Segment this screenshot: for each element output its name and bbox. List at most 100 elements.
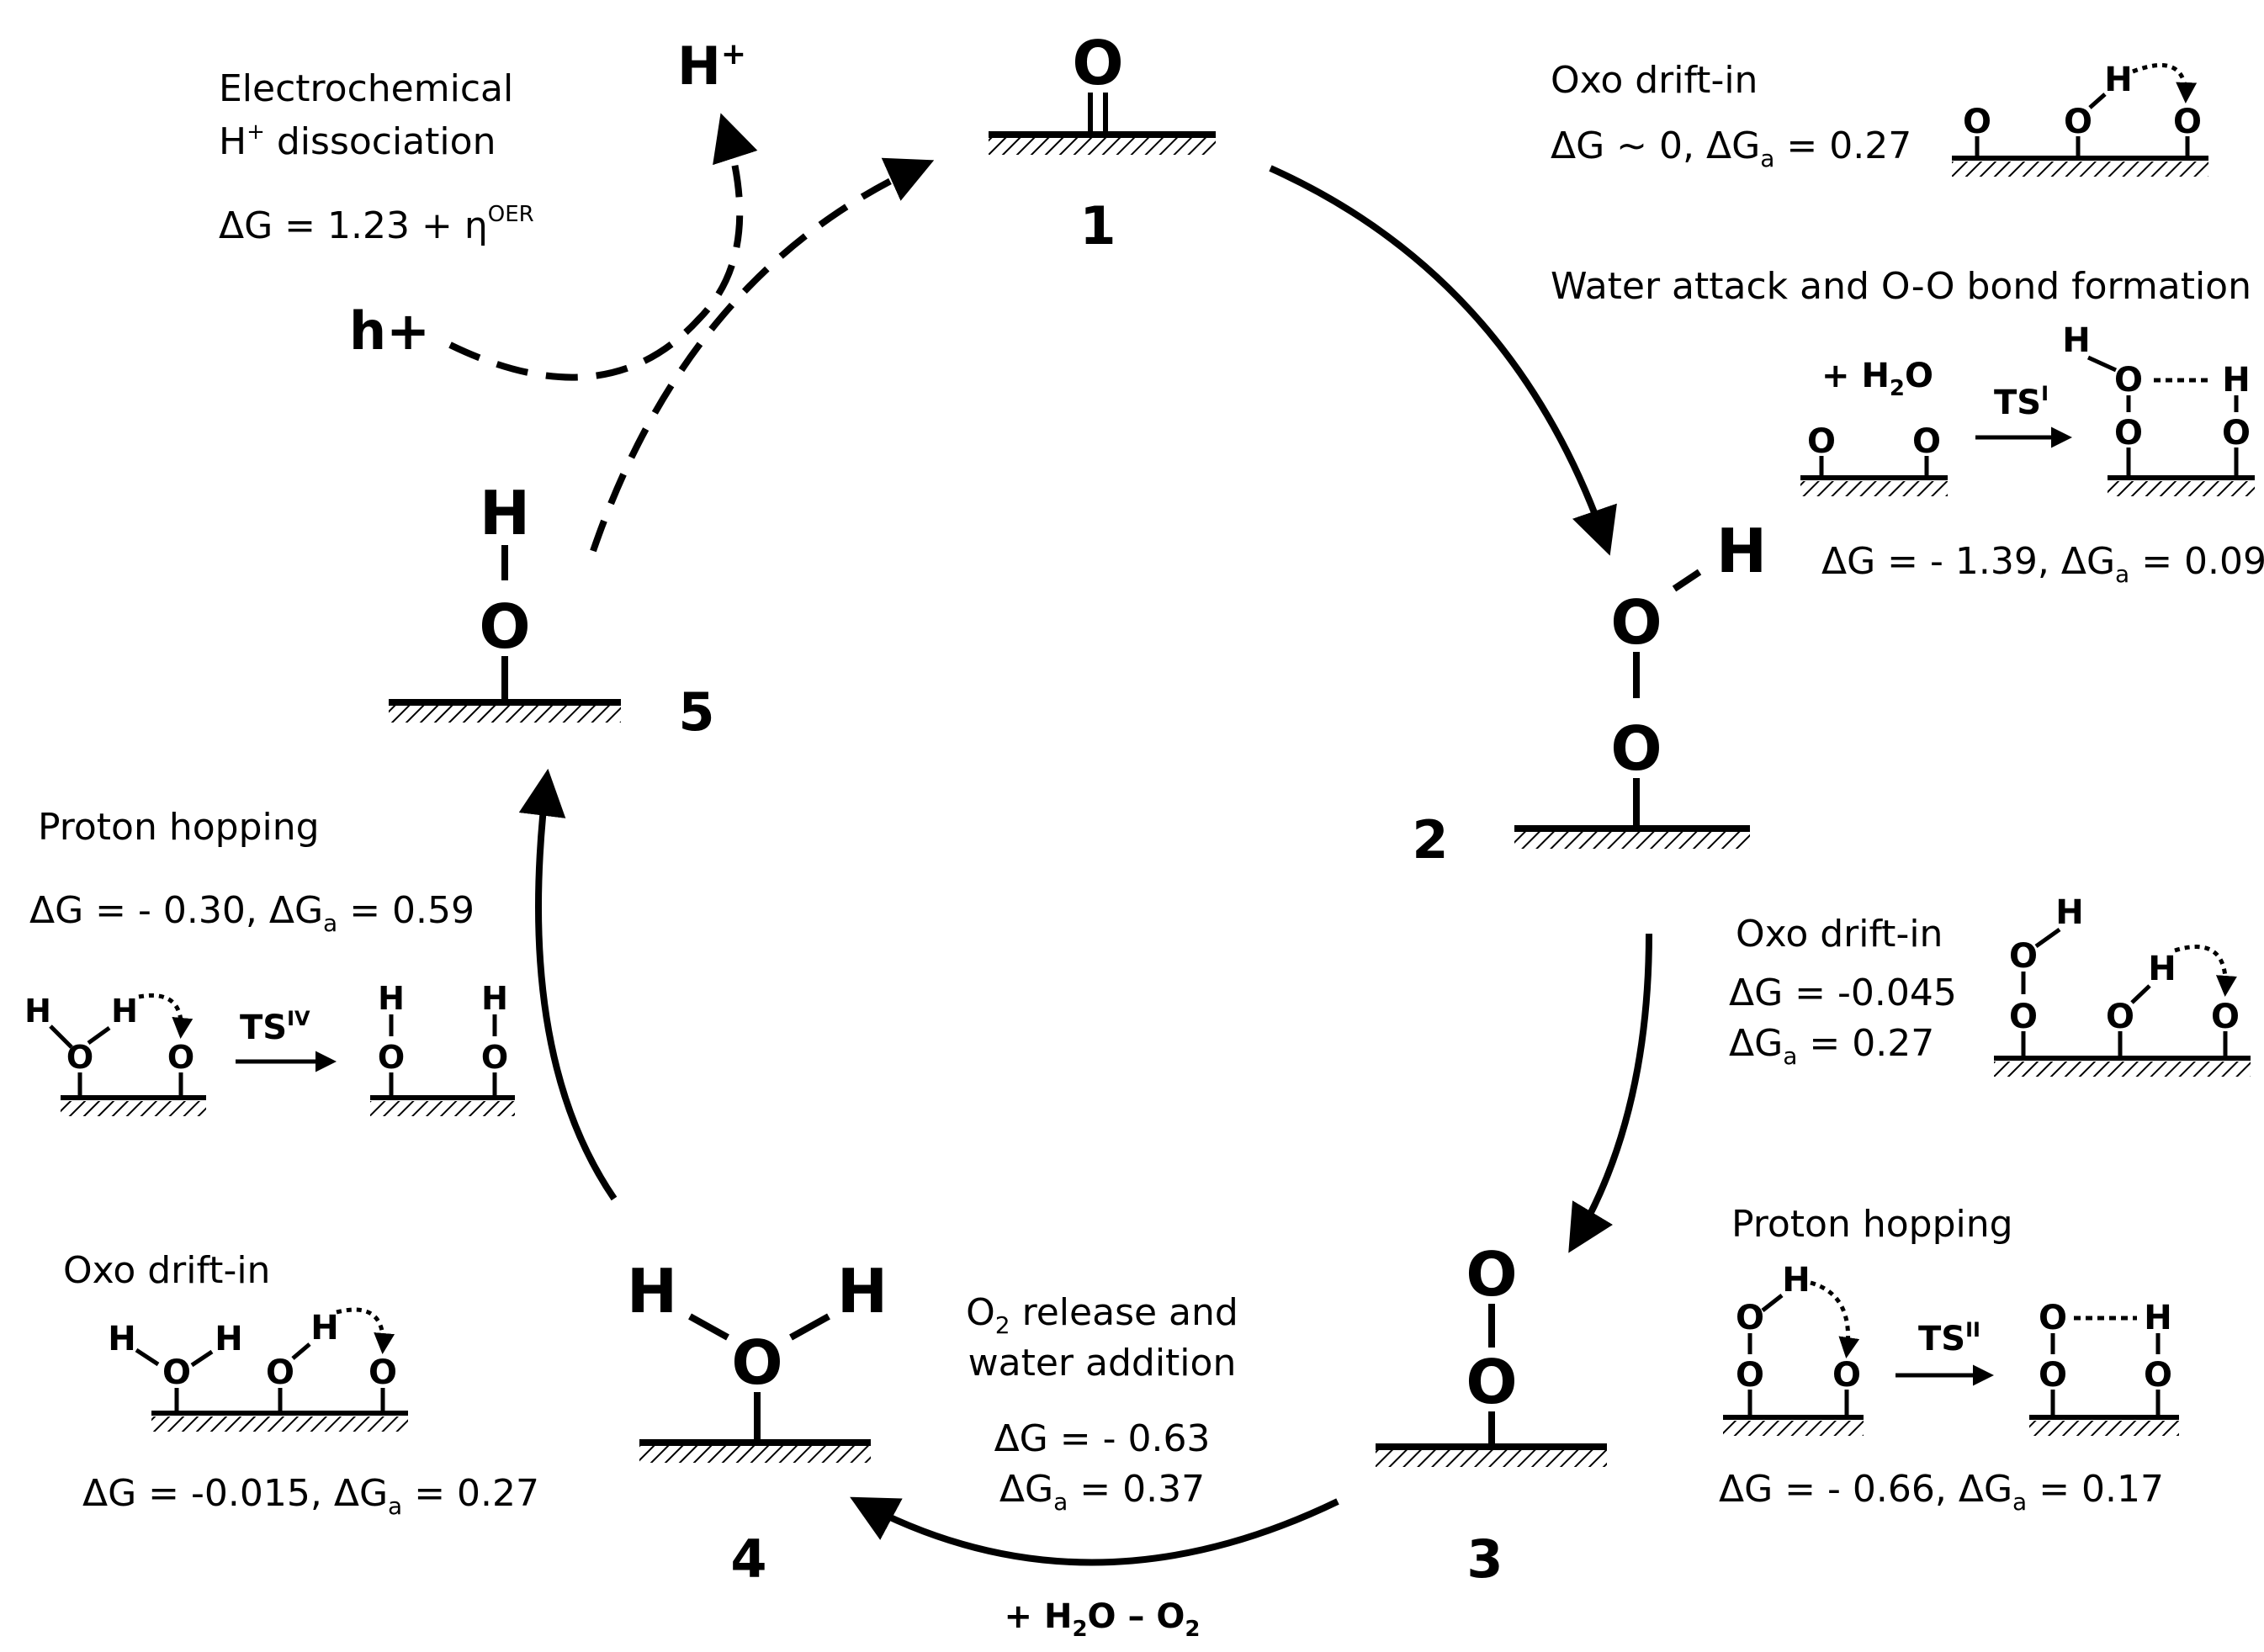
svg-text:O: O xyxy=(2009,937,2038,976)
hplus-label: H+ xyxy=(677,35,746,97)
electrochemical-energy: ΔG = 1.23 + ηOER xyxy=(219,202,534,247)
annotation-energy: ΔG = - 0.66, ΔGa = 0.17 xyxy=(1719,1468,2164,1516)
water-addition-title: water addition xyxy=(968,1342,1237,1385)
atom-o: O xyxy=(1466,1347,1517,1417)
annotation-title: Proton hopping xyxy=(38,806,320,849)
electrochemical-annotation: Electrochemical H+ dissociation ΔG = 1.2… xyxy=(219,35,746,362)
svg-text:O: O xyxy=(2039,1299,2067,1337)
svg-text:H: H xyxy=(111,993,138,1030)
svg-text:O: O xyxy=(1832,1356,1861,1395)
annotation-energy: ΔG = -0.045 xyxy=(1729,972,1957,1014)
svg-text:O: O xyxy=(1912,422,1941,461)
annotation-energy: ΔG = - 1.39, ΔGa = 0.09 xyxy=(1821,540,2264,588)
arrow-2-to-3 xyxy=(1568,933,1652,1253)
state-number: 2 xyxy=(1412,809,1448,871)
atom-h: H xyxy=(837,1256,888,1326)
svg-text:H: H xyxy=(108,1320,135,1358)
annotation-activation: ΔGa = 0.27 xyxy=(1729,1022,1934,1070)
top-right-oxo-drift-in: Oxo drift-in ΔG ~ 0, ΔGa = 0.27 O O H O xyxy=(1551,59,2208,177)
state-number: 1 xyxy=(1079,195,1116,257)
annotation-title: Oxo drift-in xyxy=(1736,913,1943,956)
svg-text:H: H xyxy=(1782,1261,1810,1300)
hole-label: h+ xyxy=(349,300,430,362)
o2-release-annotation: O2 release and water addition ΔG = - 0.6… xyxy=(966,1291,1238,1642)
arrow-hole-to-hplus-dashed xyxy=(448,113,758,381)
svg-text:O: O xyxy=(2211,998,2240,1036)
state-number: 3 xyxy=(1466,1528,1503,1590)
svg-text:H: H xyxy=(310,1309,338,1348)
svg-text:H: H xyxy=(378,980,405,1017)
svg-text:O: O xyxy=(481,1039,508,1076)
arrow-5-to-1-dashed xyxy=(590,157,935,553)
svg-text:H: H xyxy=(2055,893,2083,932)
svg-text:O: O xyxy=(2064,103,2092,141)
atom-h: H xyxy=(1716,516,1767,586)
state-5: H O 5 xyxy=(389,478,715,743)
svg-text:O: O xyxy=(1736,1299,1764,1337)
svg-text:O: O xyxy=(368,1353,397,1392)
mini-surface-after: H O H O O xyxy=(2062,321,2255,496)
annotation-title: Water attack and O-O bond formation xyxy=(1551,265,2251,308)
water-reagent: + H2O xyxy=(1821,357,1933,401)
svg-text:O: O xyxy=(1963,103,1991,141)
svg-text:H: H xyxy=(215,1320,242,1358)
svg-text:O: O xyxy=(2009,998,2038,1036)
mid-left-proton-hopping: Proton hopping ΔG = - 0.30, ΔGa = 0.59 H… xyxy=(24,806,515,1116)
mini-surface-diagram: O O H O xyxy=(1952,61,2208,177)
svg-text:O: O xyxy=(378,1039,405,1076)
mini-surface-before: H O O O xyxy=(1723,1261,1864,1436)
svg-text:H: H xyxy=(2144,1299,2171,1337)
mini-surface-after: H O H O xyxy=(370,980,515,1116)
atom-o: O xyxy=(1466,1239,1517,1310)
atom-o: O xyxy=(1610,713,1662,784)
annotation-energy: ΔG ~ 0, ΔGa = 0.27 xyxy=(1551,124,1911,172)
atom-h: H xyxy=(480,478,530,548)
svg-text:O: O xyxy=(66,1039,93,1076)
svg-text:O: O xyxy=(1736,1356,1764,1395)
svg-text:H: H xyxy=(2148,950,2176,988)
atom-o: O xyxy=(731,1327,782,1398)
transition-state-label: TSI xyxy=(1994,382,2049,422)
state-1: O 1 xyxy=(989,28,1216,257)
svg-text:H: H xyxy=(2104,61,2132,99)
arrow-4-to-5 xyxy=(518,768,618,1201)
hplus-dissociation-label: H+ dissociation xyxy=(219,119,496,163)
mini-surface-diagram: H O O O H O xyxy=(1994,893,2251,1077)
state-2: H O O 2 xyxy=(1412,516,1767,871)
state-number: 5 xyxy=(678,681,714,743)
svg-text:O: O xyxy=(2106,998,2134,1036)
state-number: 4 xyxy=(730,1528,766,1590)
atom-h: H xyxy=(627,1256,677,1326)
annotation-title: Oxo drift-in xyxy=(1551,59,1758,102)
svg-text:O: O xyxy=(266,1353,294,1392)
mini-surface-before: O O xyxy=(1800,422,1948,496)
atom-o: O xyxy=(1610,587,1662,658)
transition-state-label: TSII xyxy=(1918,1318,1980,1358)
annotation-activation: ΔGa = 0.37 xyxy=(999,1468,1205,1516)
mid-right-oxo-drift-in: Oxo drift-in ΔG = -0.045 ΔGa = 0.27 H O … xyxy=(1729,893,2251,1077)
annotation-title: Proton hopping xyxy=(1731,1203,2013,1246)
svg-text:O: O xyxy=(2222,414,2251,453)
svg-text:O: O xyxy=(2114,414,2143,453)
water-attack-annotation: Water attack and O-O bond formation + H2… xyxy=(1551,265,2264,588)
atom-o: O xyxy=(479,591,530,662)
svg-text:O: O xyxy=(2144,1356,2172,1395)
svg-text:O: O xyxy=(2173,103,2202,141)
svg-text:H: H xyxy=(24,993,51,1030)
cycle-arrows xyxy=(448,113,1652,1566)
mini-surface-after: O H O O xyxy=(2029,1299,2179,1436)
svg-text:O: O xyxy=(2114,361,2143,400)
svg-text:H: H xyxy=(481,980,508,1017)
arrow-1-to-2 xyxy=(1269,165,1617,556)
transition-state-label: TSIV xyxy=(240,1007,310,1047)
state-3: O O 3 xyxy=(1376,1239,1607,1590)
electrochemical-title: Electrochemical xyxy=(219,67,513,110)
annotation-energy: ΔG = -0.015, ΔGa = 0.27 xyxy=(82,1472,539,1520)
svg-text:H: H xyxy=(2062,321,2090,360)
svg-text:O: O xyxy=(2039,1356,2067,1395)
arrow-3-to-4 xyxy=(850,1496,1339,1566)
o2-release-title: O2 release and xyxy=(966,1291,1238,1339)
mini-surface-before: H O H O xyxy=(24,993,206,1116)
reagent-label: + H2O – O2 xyxy=(1005,1597,1201,1642)
atom-o: O xyxy=(1072,28,1123,98)
